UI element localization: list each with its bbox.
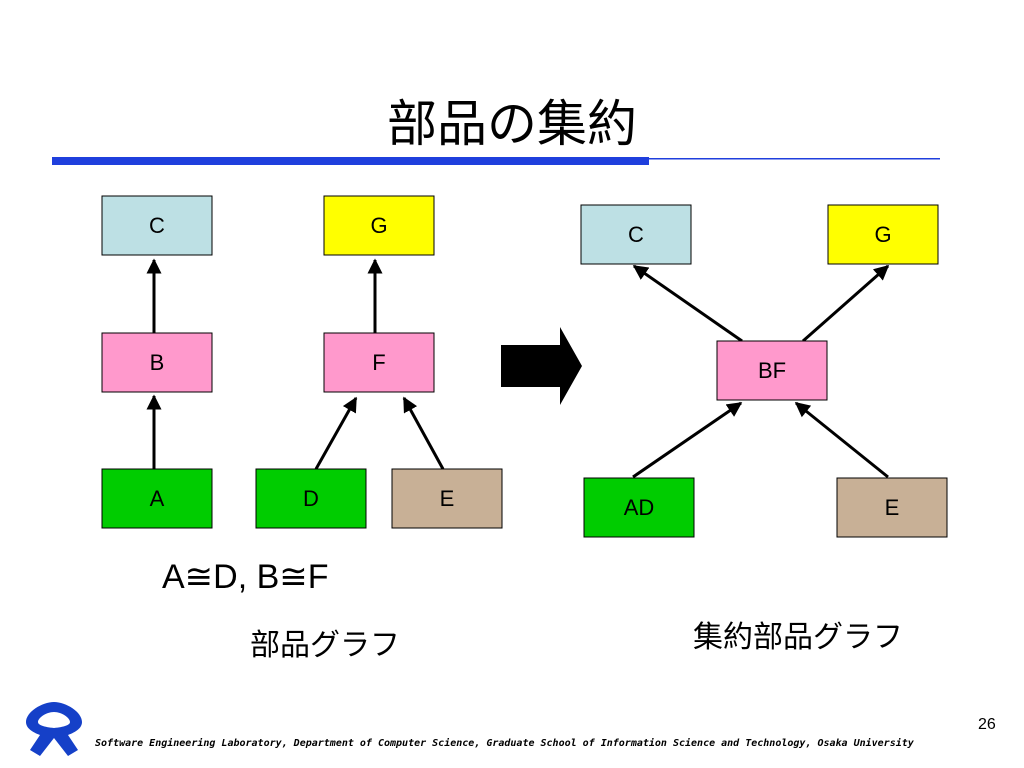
footer-affiliation: Software Engineering Laboratory, Departm… xyxy=(95,738,914,749)
node-d-label: D xyxy=(303,486,319,511)
merged-node-ad-label: AD xyxy=(624,495,655,520)
node-b-label: B xyxy=(150,350,165,375)
equivalence-statement: A≅D, B≅F xyxy=(162,558,329,596)
edge-bf-to-c xyxy=(632,264,743,343)
node-d: D xyxy=(255,468,367,529)
node-f-label: F xyxy=(372,350,385,375)
merged-node-g-label: G xyxy=(874,222,891,247)
merged-node-c: C xyxy=(580,204,692,265)
caption-component-graph: 部品グラフ xyxy=(250,628,400,663)
osaka-university-logo-icon xyxy=(26,702,82,756)
page-number: 26 xyxy=(978,716,996,733)
node-g: G xyxy=(323,195,435,256)
node-a: A xyxy=(101,468,213,529)
node-e-label: E xyxy=(440,486,455,511)
merged-node-g: G xyxy=(827,204,939,265)
merged-node-bf-label: BF xyxy=(758,358,786,383)
node-a-label: A xyxy=(150,486,165,511)
right-arrow-icon xyxy=(501,327,582,405)
edge-ad-to-bf xyxy=(632,401,743,479)
node-g-label: G xyxy=(370,213,387,238)
edge-e-to-f xyxy=(402,396,445,470)
slide-title: 部品の集約 xyxy=(387,95,637,153)
edge-bf-to-g xyxy=(802,264,890,343)
edge-e-to-bf xyxy=(794,401,889,479)
merged-node-bf: BF xyxy=(716,340,828,401)
node-e: E xyxy=(391,468,503,529)
node-b: B xyxy=(101,332,213,393)
merged-node-e: E xyxy=(836,477,948,538)
node-c: C xyxy=(101,195,213,256)
edge-d-to-f xyxy=(314,396,358,470)
node-f: F xyxy=(323,332,435,393)
merged-node-ad: AD xyxy=(583,477,695,538)
merged-node-c-label: C xyxy=(628,222,644,247)
caption-aggregated-graph: 集約部品グラフ xyxy=(693,620,903,655)
title-underline xyxy=(52,157,940,165)
merged-node-e-label: E xyxy=(885,495,900,520)
node-c-label: C xyxy=(149,213,165,238)
